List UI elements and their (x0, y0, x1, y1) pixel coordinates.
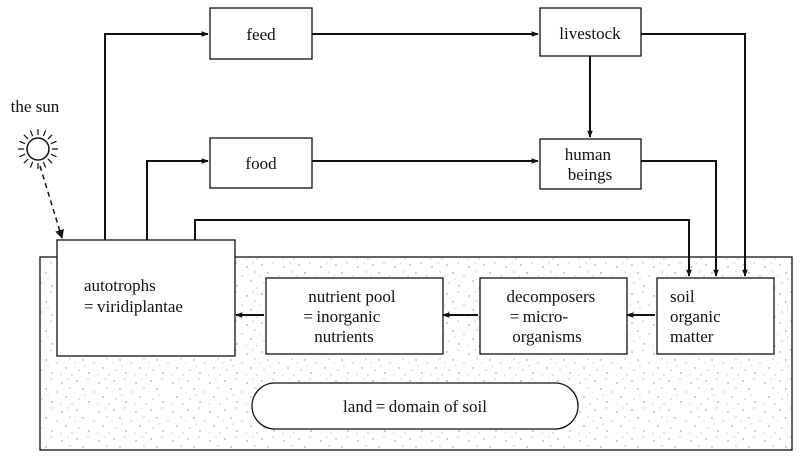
svg-text:human beings: human beings (565, 145, 616, 184)
sun-icon (18, 129, 58, 169)
node-label: feed (246, 25, 276, 44)
node-label: land = domain of soil (343, 397, 487, 416)
svg-text:food: food (245, 154, 277, 173)
node-feed: feed (209, 7, 313, 60)
node-label: = inorganic (303, 307, 380, 326)
sun-ray (23, 134, 29, 140)
node-autotrophs: autotrophs = viridiplantae (56, 239, 236, 357)
sun-ray (42, 130, 47, 137)
arrow-autotrophs-to-soil (194, 219, 692, 277)
svg-text:soil organic matte: soil organic matter (670, 287, 725, 346)
node-land: land = domain of soil (251, 382, 579, 430)
svg-text:decomposers = micro-: decomposers = micro- organisms (506, 287, 599, 346)
node-label: food (245, 154, 277, 173)
sun-ray (50, 140, 57, 145)
svg-text:land = domain of soil: land = domain of soil (343, 397, 487, 416)
sun-ray (47, 134, 53, 140)
sun-ray (23, 158, 29, 164)
node-label: nutrients (314, 327, 374, 346)
sun-ray (47, 158, 53, 164)
svg-text:nutrient pool = inorgani: nutrient pool = inorganic nutrients (303, 287, 399, 346)
sun-ray (29, 130, 34, 137)
svg-text:autotrophs = viridiplant: autotrophs = viridiplantae (84, 276, 183, 316)
sun-ray (50, 153, 57, 158)
node-label: decomposers (506, 287, 595, 306)
node-food: food (209, 137, 313, 189)
sun-label: the sun (11, 97, 60, 116)
sun-ray (29, 161, 34, 168)
node-label: autotrophs (84, 276, 156, 295)
arrow-autotrophs-to-food (146, 158, 209, 240)
node-label: beings (568, 165, 612, 184)
node-decomposers: decomposers = micro- organisms (479, 277, 628, 355)
node-human-beings: human beings (539, 138, 642, 190)
sun-ray (42, 161, 47, 168)
node-label: matter (670, 327, 714, 346)
sun-ray (19, 153, 26, 158)
arrow-livestock-to-soil (641, 33, 748, 277)
node-nutrient-pool: nutrient pool = inorganic nutrients (265, 277, 444, 355)
svg-text:feed: feed (246, 25, 276, 44)
node-label: organic (670, 307, 721, 326)
node-soil-organic-matter: soil organic matter (656, 277, 775, 355)
node-label: human (565, 145, 612, 164)
node-label: organisms (512, 327, 582, 346)
node-label: soil (670, 287, 695, 306)
sunlight-arrow (39, 165, 64, 239)
arrow-autotrophs-to-feed (104, 31, 209, 240)
node-label: = micro- (510, 307, 569, 326)
node-label: = viridiplantae (84, 297, 183, 316)
node-livestock: livestock (539, 7, 642, 57)
svg-text:livestock: livestock (559, 24, 621, 43)
sun-ray (19, 140, 26, 145)
node-label: nutrient pool (308, 287, 396, 306)
arrow-human-beings-to-soil (641, 160, 719, 277)
node-label: livestock (559, 24, 621, 43)
